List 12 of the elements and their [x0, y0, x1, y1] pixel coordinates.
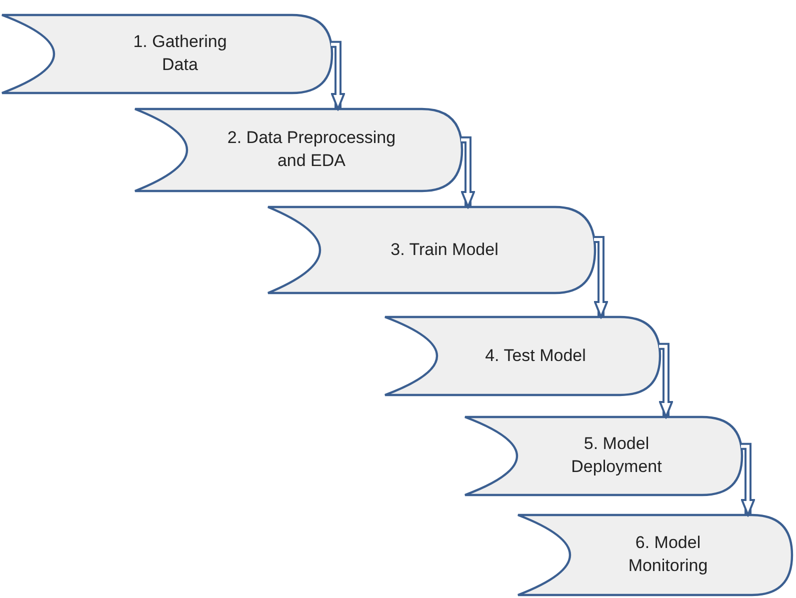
step-label: 6. Model Monitoring [627, 532, 709, 577]
stored-data-shape [465, 416, 742, 496]
stored-data-shape [518, 514, 792, 596]
stored-data-shape [2, 14, 332, 94]
stored-data-shape [268, 206, 595, 294]
step-label: 4. Test Model [485, 344, 586, 367]
step-label: 5. Model Deployment [570, 433, 663, 478]
step-label: 2. Data Preprocessing and EDA [226, 127, 396, 172]
step-label: 3. Train Model [390, 238, 498, 261]
stored-data-shape [135, 108, 462, 192]
stored-data-shape [385, 316, 660, 396]
step-label: 1. Gathering Data [132, 31, 228, 76]
